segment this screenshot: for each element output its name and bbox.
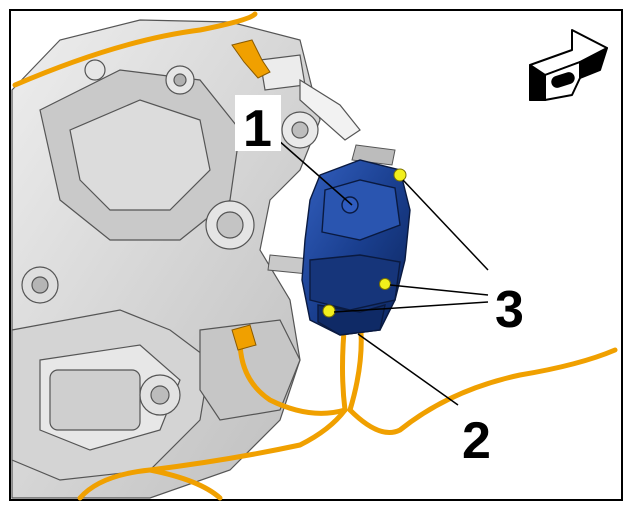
screw-top [393,168,407,182]
harness-connector-lower [231,324,257,351]
screw-lower [322,304,336,318]
leader-line-3b [389,284,489,296]
leader-lines [277,139,489,406]
leader-line-3c [333,301,489,313]
leader-line-1 [277,139,353,206]
leader-line-2 [357,333,459,406]
callout-1: 1 [243,100,272,158]
screw-middle [379,278,391,290]
harness-connector-top [231,39,271,79]
callout-1-box [235,95,281,151]
callout-2: 2 [462,412,491,470]
leader-line-3a [402,179,489,271]
actuator-motor [301,159,411,336]
callout-3: 3 [495,281,524,339]
view-direction-arrow-icon [529,29,608,101]
fastener-screws [322,168,407,318]
